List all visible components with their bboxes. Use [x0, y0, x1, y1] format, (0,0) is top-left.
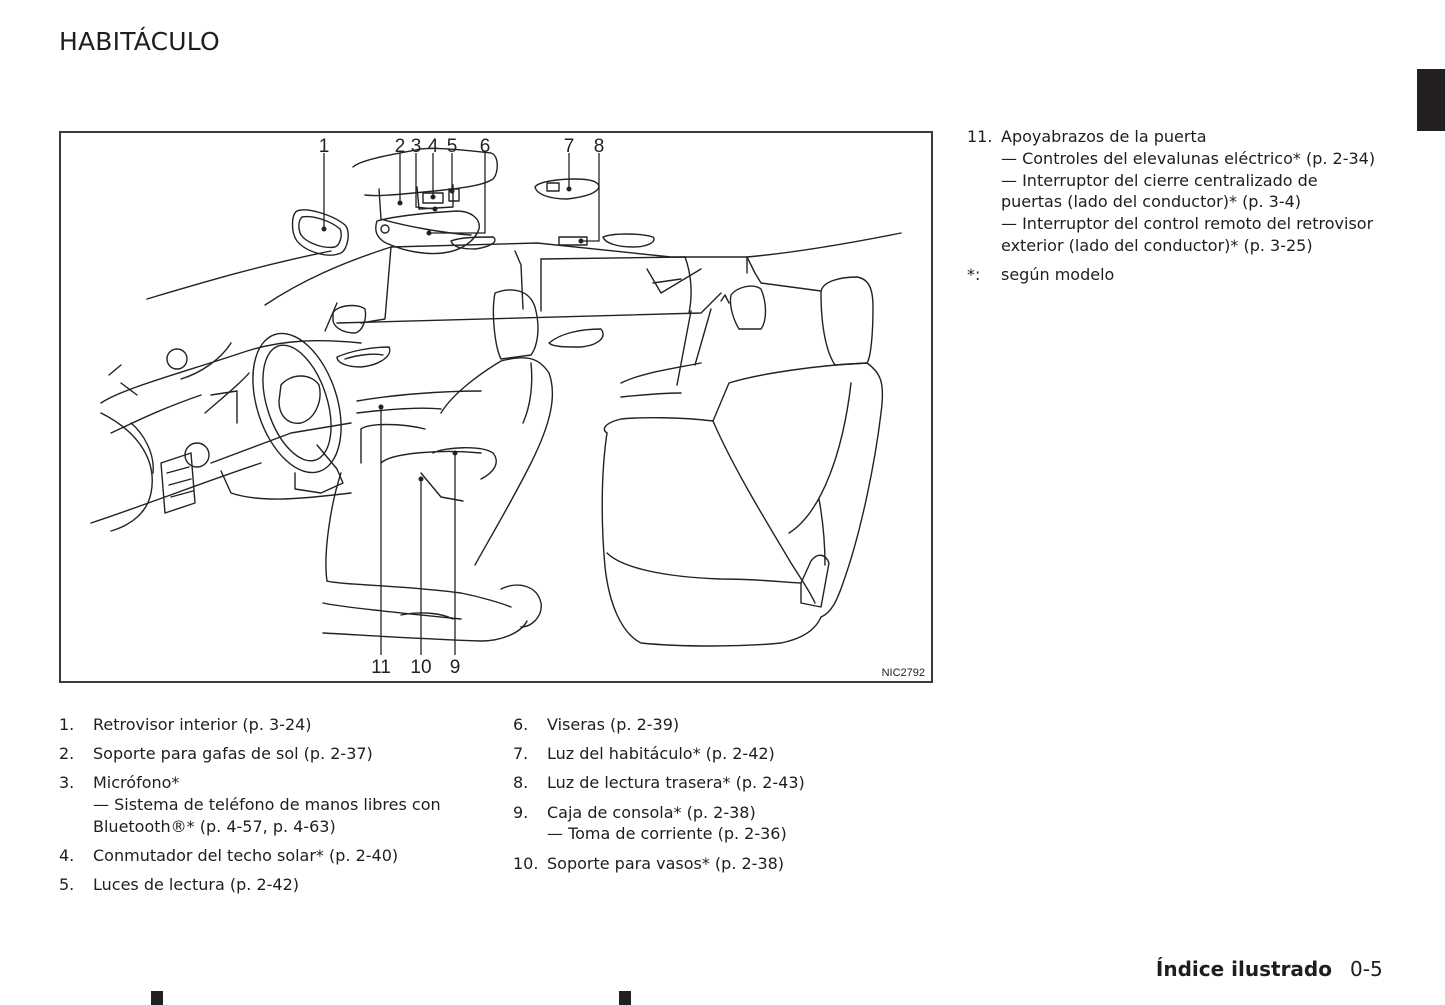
footer-section-title: Índice ilustrado — [1155, 957, 1332, 981]
legend-item-text: Retrovisor interior (p. 3-24) — [93, 715, 312, 734]
legend-item-text: Bluetooth®* (p. 4-57, p. 4-63) — [93, 816, 336, 836]
legend-item-number: 8. — [513, 773, 529, 793]
legend-item-text: Viseras (p. 2-39) — [547, 715, 680, 734]
legend-item-text: — Controles del elevalunas eléctrico* (p… — [1001, 148, 1376, 168]
callout-2: 2 — [395, 136, 406, 157]
front-seat-drawing — [322, 289, 554, 642]
legend-item: 9. Caja de consola* (p. 2-38)— Toma de co… — [513, 802, 933, 846]
legend-item: 4. Conmutador del techo solar* (p. 2-40) — [59, 845, 489, 867]
crop-mark — [619, 991, 631, 1005]
legend-item-text: — Sistema de teléfono de manos libres co… — [93, 795, 441, 815]
legend-item-text: — Interruptor del cierre centralizado de — [1001, 170, 1318, 190]
callout-4: 4 — [428, 136, 439, 157]
legend-item: 2. Soporte para gafas de sol (p. 2-37) — [59, 743, 489, 765]
callout-7: 7 — [564, 136, 575, 157]
legend-item: 5. Luces de lectura (p. 2-42) — [59, 874, 489, 896]
callout-10: 10 — [410, 657, 431, 678]
vehicle-interior-illustration: 1 2 3 4 5 6 7 8 9 10 11 NIC2792 — [90, 136, 925, 679]
legend-item-number: 7. — [513, 744, 529, 764]
callout-5: 5 — [447, 136, 458, 157]
legend-item: 1. Retrovisor interior (p. 3-24) — [59, 714, 489, 736]
legend-item-number: 9. — [513, 802, 529, 822]
legend-item-text: Luz de lectura trasera* (p. 2-43) — [547, 773, 805, 793]
legend-item-number: 11. — [967, 127, 993, 146]
legend-item-number: 6. — [513, 715, 529, 734]
legend-item-number: 1. — [59, 715, 75, 734]
callout-1: 1 — [319, 136, 330, 157]
callout-11: 11 — [371, 657, 391, 678]
callout-8: 8 — [594, 136, 605, 157]
legend-item-text: puertas (lado del conductor)* (p. 3-4) — [1001, 192, 1302, 212]
legend-item-number: 5. — [59, 875, 75, 895]
legend-item-text: Soporte para gafas de sol (p. 2-37) — [93, 744, 373, 764]
page-number: 0-5 — [1350, 957, 1383, 981]
rear-seat-drawing — [601, 256, 884, 647]
legend-item-text: Micrófono* — [93, 773, 180, 793]
legend-item: 7. Luz del habitáculo* (p. 2-42) — [513, 743, 933, 765]
callout-9: 9 — [450, 657, 461, 678]
legend-list-middle: 6. Viseras (p. 2-39) 7. Luz del habitáculo*… — [513, 714, 933, 882]
legend-item-number: *: — [967, 265, 981, 285]
legend-item-number: 10. — [513, 853, 539, 873]
legend-item-text: Soporte para vasos* (p. 2-38) — [547, 853, 785, 873]
legend-item-text: Luz del habitáculo* (p. 2-42) — [547, 744, 775, 764]
interior-diagram: 1 2 3 4 5 6 7 8 9 10 11 NIC2792 — [59, 131, 933, 683]
callout-leaders — [321, 153, 600, 655]
legend-item-text: Luces de lectura (p. 2-42) — [93, 875, 300, 895]
legend-item-text: — Interruptor del control remoto del ret… — [1001, 214, 1374, 234]
legend-item: 6. Viseras (p. 2-39) — [513, 714, 933, 736]
dashboard-drawing — [90, 340, 362, 532]
legend-item: 8. Luz de lectura trasera* (p. 2-43) — [513, 772, 933, 794]
section-tab-marker — [1417, 69, 1445, 131]
page-title: HABITÁCULO — [59, 27, 220, 56]
callout-3: 3 — [411, 136, 422, 157]
legend-list-right: 11. Apoyabrazos de la puerta — Controles d… — [967, 126, 1407, 293]
crop-mark — [151, 991, 163, 1005]
legend-item-text: — Toma de corriente (p. 2-36) — [547, 824, 787, 844]
legend-item-text: según modelo — [1001, 265, 1115, 285]
legend-item: 3. Micrófono*— Sistema de teléfono de man… — [59, 772, 489, 837]
legend-item-text: exterior (lado del conductor)* (p. 3-25) — [1001, 235, 1313, 255]
legend-item: 11. Apoyabrazos de la puerta — Controles d… — [967, 126, 1407, 257]
legend-item-number: 4. — [59, 846, 75, 866]
overhead-console-drawing — [352, 147, 498, 255]
legend-item-number: 2. — [59, 744, 75, 764]
legend-item-number: 3. — [59, 773, 75, 793]
figure-id: NIC2792 — [882, 667, 925, 679]
legend-item-text: Apoyabrazos de la puerta — [1001, 127, 1207, 146]
legend-item-text: Conmutador del techo solar* (p. 2-40) — [93, 846, 399, 866]
legend-list-left: 1. Retrovisor interior (p. 3-24) 2. Soporte… — [59, 714, 489, 904]
rearview-mirror-drawing — [291, 209, 349, 256]
legend-item: *: según modelo — [967, 264, 1407, 286]
steering-wheel-drawing — [252, 332, 344, 494]
legend-item: 10. Soporte para vasos* (p. 2-38) — [513, 853, 933, 875]
legend-item-text: Caja de consola* (p. 2-38) — [547, 802, 756, 822]
callout-6: 6 — [480, 136, 491, 157]
